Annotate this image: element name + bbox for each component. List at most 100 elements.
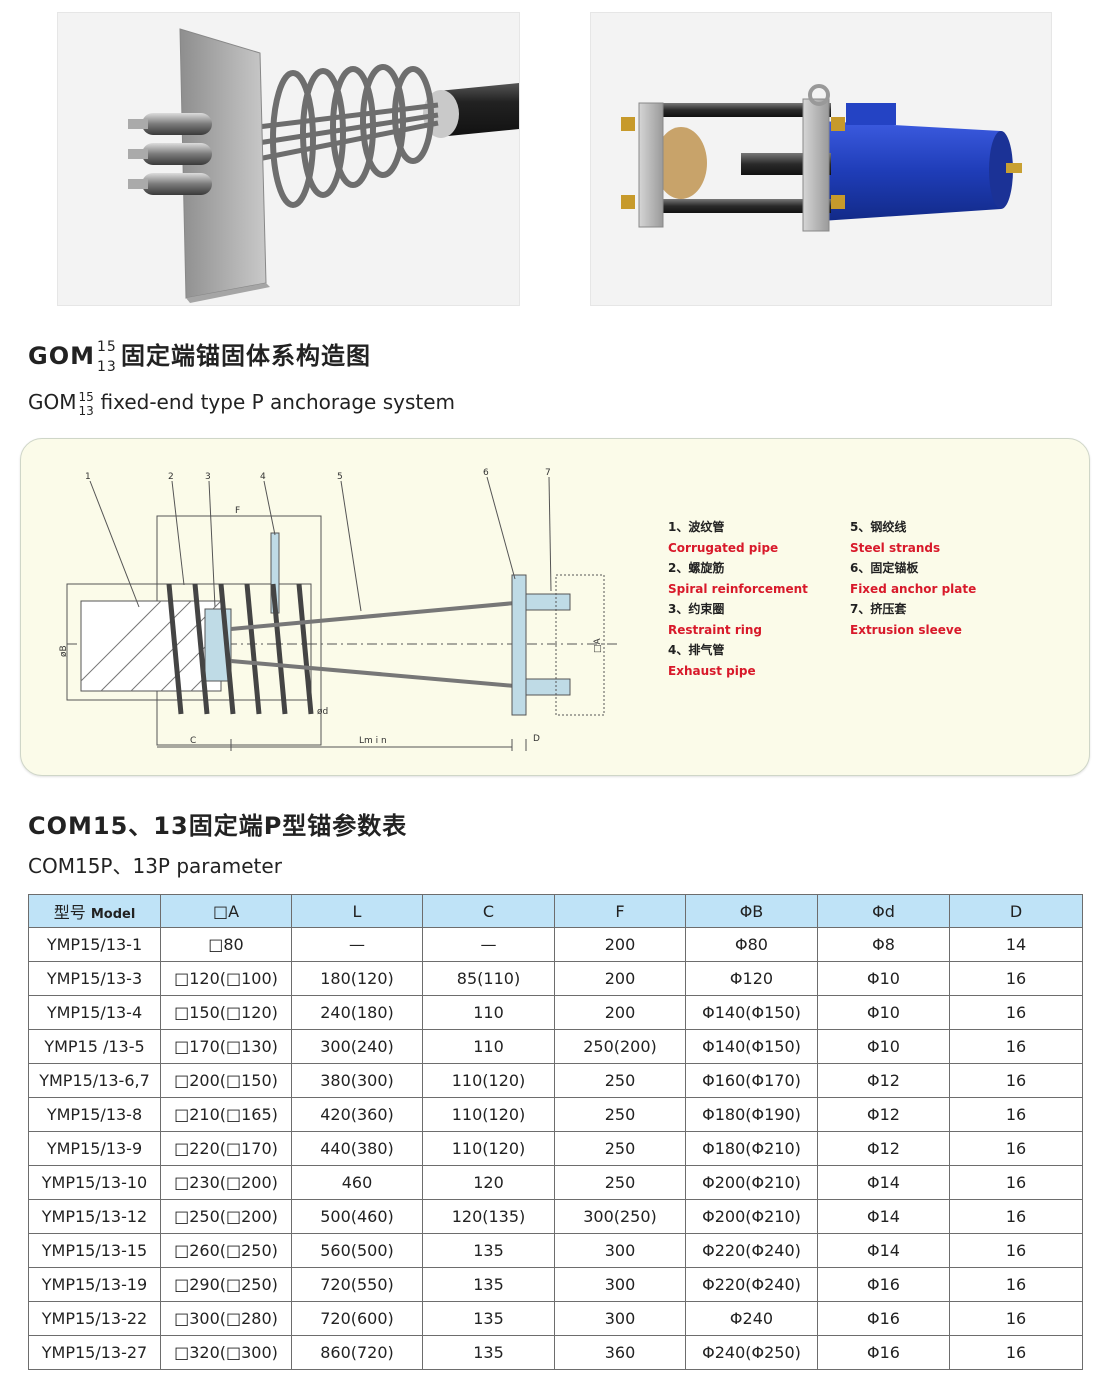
cell-model: YMP15/13-6,7 [28,1063,161,1098]
cell-phid: Φ12 [817,1063,950,1098]
cell-model: YMP15/13-12 [28,1199,161,1234]
cell-phid: Φ14 [817,1165,950,1200]
cell-model: YMP15/13-8 [28,1097,161,1132]
cell-f: 300 [554,1301,686,1336]
cell-c: 120 [422,1165,555,1200]
cell-f: 250 [554,1097,686,1132]
cell-phib: Φ140(Φ150) [685,995,818,1030]
legend-3-cn: 3、约束圈 [668,602,725,616]
anchorage-render-image [57,12,520,306]
header-model: 型号 Model [28,894,161,928]
cell-a: □250(□200) [160,1199,292,1234]
legend-5-cn: 5、钢绞线 [850,520,907,534]
parameter-heading-en: COM15P、13P parameter [28,854,282,878]
legend-2-cn: 2、螺旋筋 [668,561,725,575]
cell-f: 300 [554,1267,686,1302]
cell-phib: Φ240 [685,1301,818,1336]
cell-model: YMP15/13-3 [28,961,161,996]
cell-a: □210(□165) [160,1097,292,1132]
cell-phib: Φ220(Φ240) [685,1233,818,1268]
cell-l: 300(240) [291,1029,423,1064]
heading-prefix: GOM [28,342,95,370]
cell-a: □120(□100) [160,961,292,996]
structure-diagram-panel: 1 2 3 4 5 6 7 F C Lm i n D ød øB □A 1、波纹… [20,438,1090,776]
legend-4-cn: 4、排气管 [668,643,725,657]
cell-d: 16 [949,1301,1083,1336]
cell-d: 16 [949,1063,1083,1098]
legend-3-en: Restraint ring [668,622,763,637]
header-f: F [554,894,686,928]
cell-d: 16 [949,1335,1083,1370]
callout-4: 4 [260,472,266,482]
cell-f: 250 [554,1063,686,1098]
header-c: C [422,894,555,928]
cell-c: 135 [422,1335,555,1370]
legend-1-en: Corrugated pipe [668,540,779,555]
legend-2-en: Spiral reinforcement [668,581,808,596]
cell-l: 180(120) [291,961,423,996]
dimension-lmin: Lm i n [359,736,387,746]
cell-a: □300(□280) [160,1301,292,1336]
cell-phib: Φ160(Φ170) [685,1063,818,1098]
cell-f: 300(250) [554,1199,686,1234]
cell-phid: Φ12 [817,1097,950,1132]
legend-left-column: 1、波纹管 Corrugated pipe 2、螺旋筋 Spiral reinf… [668,517,808,681]
cell-f: 200 [554,995,686,1030]
table-row: YMP15/13-12□250(□200)500(460)120(135)300… [28,1199,1083,1234]
cell-phid: Φ14 [817,1199,950,1234]
cell-l: 720(600) [291,1301,423,1336]
callout-7: 7 [545,468,551,478]
cell-phid: Φ10 [817,1029,950,1064]
cell-d: 16 [949,1097,1083,1132]
cell-c: — [422,927,555,962]
cell-phid: Φ16 [817,1267,950,1302]
superscript-15-en: 15 [78,389,94,404]
legend-7-cn: 7、挤压套 [850,602,907,616]
cell-c: 110(120) [422,1097,555,1132]
callout-5: 5 [337,472,343,482]
cell-model: YMP15/13-27 [28,1335,161,1370]
extrusion-jack-illustration [591,13,1051,305]
cell-a: □200(□150) [160,1063,292,1098]
callout-1: 1 [85,472,91,482]
cell-phid: Φ10 [817,961,950,996]
legend-7-en: Extrusion sleeve [850,622,962,637]
cell-phib: Φ200(Φ210) [685,1199,818,1234]
cell-phib: Φ220(Φ240) [685,1267,818,1302]
cell-f: 250 [554,1165,686,1200]
cell-c: 135 [422,1301,555,1336]
cell-phib: Φ240(Φ250) [685,1335,818,1370]
legend-4-en: Exhaust pipe [668,663,756,678]
cell-phib: Φ120 [685,961,818,996]
table-header-row: 型号 Model □A L C F ΦB Φd D [28,894,1083,928]
legend-5-en: Steel strands [850,540,941,555]
heading-title-en: fixed-end type P anchorage system [100,390,456,414]
header-d: D [949,894,1083,928]
cell-c: 110 [422,995,555,1030]
cell-model: YMP15/13-1 [28,927,161,962]
cell-f: 200 [554,961,686,996]
legend-1-cn: 1、波纹管 [668,520,725,534]
header-model-cn: 型号 [53,903,86,922]
cell-f: 250 [554,1131,686,1166]
cell-model: YMP15 /13-5 [28,1029,161,1064]
cell-phib: Φ80 [685,927,818,962]
cell-model: YMP15/13-4 [28,995,161,1030]
cell-l: 460 [291,1165,423,1200]
cell-c: 120(135) [422,1199,555,1234]
cell-f: 200 [554,927,686,962]
anchorage-structure-drawing: 1 2 3 4 5 6 7 F C Lm i n D ød øB □A [59,468,621,751]
cell-phib: Φ200(Φ210) [685,1165,818,1200]
extrusion-jack-image [590,12,1052,306]
